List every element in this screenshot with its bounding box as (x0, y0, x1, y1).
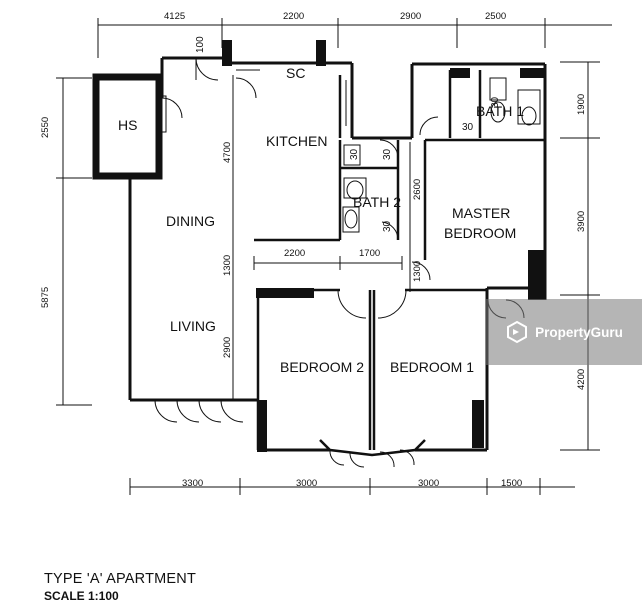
room-label-dining: DINING (166, 213, 215, 229)
room-label-living: LIVING (170, 318, 216, 334)
dim-top-1: 4125 (164, 11, 185, 22)
bay-window (319, 439, 426, 468)
room-label-sc: SC (286, 65, 305, 81)
room-label-bedroom1: BEDROOM 1 (390, 359, 474, 375)
dim-corridor-2: 1700 (359, 248, 380, 259)
room-label-bedroom2: BEDROOM 2 (280, 359, 364, 375)
dim-right-1: 1900 (576, 94, 587, 115)
room-label-hs: HS (118, 117, 137, 133)
fixtures (155, 69, 541, 233)
dim-bath1-door-b: 30 (490, 96, 501, 108)
dim-left-2: 5875 (40, 287, 51, 308)
dimension-lines-inner (232, 75, 411, 400)
plan-scale: SCALE 1:100 (44, 589, 119, 603)
watermark-brand: PropertyGuru (535, 324, 623, 340)
dim-bottom-2: 3000 (296, 478, 317, 489)
dim-bath2-door-a: 30 (382, 148, 393, 160)
propertyguru-logo-icon (507, 320, 528, 344)
watermark: PropertyGuru (486, 299, 642, 365)
plan-title: TYPE 'A' APARTMENT (44, 571, 197, 587)
interior-walls (254, 70, 545, 450)
room-label-bath2: BATH 2 (353, 194, 401, 210)
exterior-walls (128, 56, 547, 452)
dim-bottom-1: 3300 (182, 478, 203, 489)
dim-kitchen-height: 4700 (222, 142, 233, 163)
dim-bath1-door-a: 30 (462, 122, 474, 133)
room-label-bath1: BATH 1 (476, 103, 524, 119)
dim-top-3: 2900 (400, 11, 421, 22)
dim-dining-living: 1300 (222, 255, 233, 276)
dimension-line-bottom (129, 478, 575, 495)
dim-bath2-door-c: 30 (349, 148, 360, 160)
dim-bottom-4: 1500 (501, 478, 522, 489)
dim-right-2: 3900 (576, 211, 587, 232)
dimension-line-right (560, 61, 600, 451)
dim-hs-door: 100 (195, 36, 206, 53)
dimension-line-left (56, 77, 92, 406)
hs-room (92, 73, 163, 180)
dim-top-2: 2200 (283, 11, 304, 22)
dim-right-3: 4200 (576, 369, 587, 390)
dim-top-4: 2500 (485, 11, 506, 22)
dim-corridor-1: 2200 (284, 248, 305, 259)
room-label-master-line2: BEDROOM (444, 225, 516, 241)
room-label-master-line1: MASTER (452, 205, 510, 221)
dim-bath2-door-b: 30 (382, 220, 393, 232)
dim-bath2-height: 2600 (412, 179, 423, 200)
dim-living-height: 2900 (222, 337, 233, 358)
dim-master-door: 1300 (412, 261, 423, 282)
room-label-kitchen: KITCHEN (266, 133, 327, 149)
dim-left-1: 2550 (40, 117, 51, 138)
dimension-line-top (97, 18, 612, 58)
dim-bottom-3: 3000 (418, 478, 439, 489)
columns (222, 40, 544, 452)
